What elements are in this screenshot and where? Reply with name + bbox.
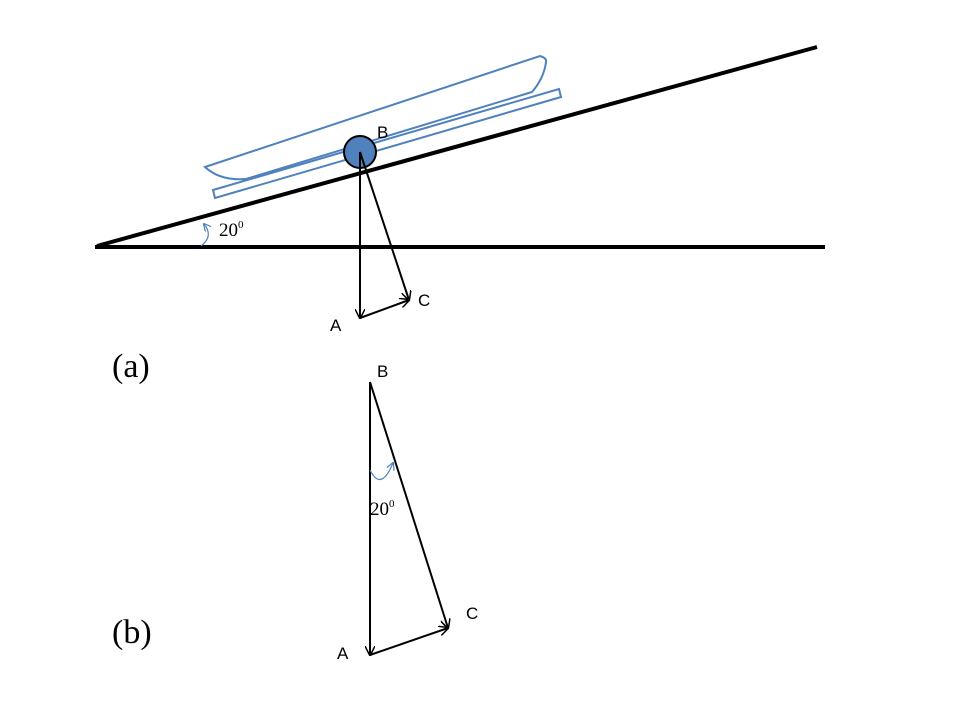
incline-line (96, 45, 818, 248)
angle-label: 200 (370, 498, 395, 520)
figure-b: B A C 200 (b) (112, 362, 478, 663)
figure-a: B A C 200 (a) (95, 45, 825, 385)
point-c-label: C (466, 604, 478, 623)
angle-value: 20 (370, 499, 389, 520)
point-a-label: A (337, 644, 349, 663)
angle-value: 20 (219, 220, 238, 241)
vector-bc (369, 381, 448, 628)
point-b-label: B (377, 123, 388, 142)
vector-ac (359, 300, 409, 319)
sled (203, 54, 563, 200)
angle-degree: 0 (389, 498, 395, 510)
point-c-label: C (418, 291, 430, 310)
point-a-label: A (330, 316, 342, 335)
caption-b: (b) (112, 614, 152, 651)
caption-a: (a) (112, 348, 150, 385)
angle-arc-icon (200, 224, 208, 247)
point-b-label: B (377, 362, 388, 381)
vector-ac (369, 628, 448, 656)
vector-bc (359, 151, 409, 300)
sled-runner (211, 87, 563, 200)
sled-body (203, 54, 548, 181)
angle-label: 200 (219, 219, 244, 241)
angle-degree: 0 (238, 219, 244, 231)
angle-arc-icon (369, 463, 393, 480)
